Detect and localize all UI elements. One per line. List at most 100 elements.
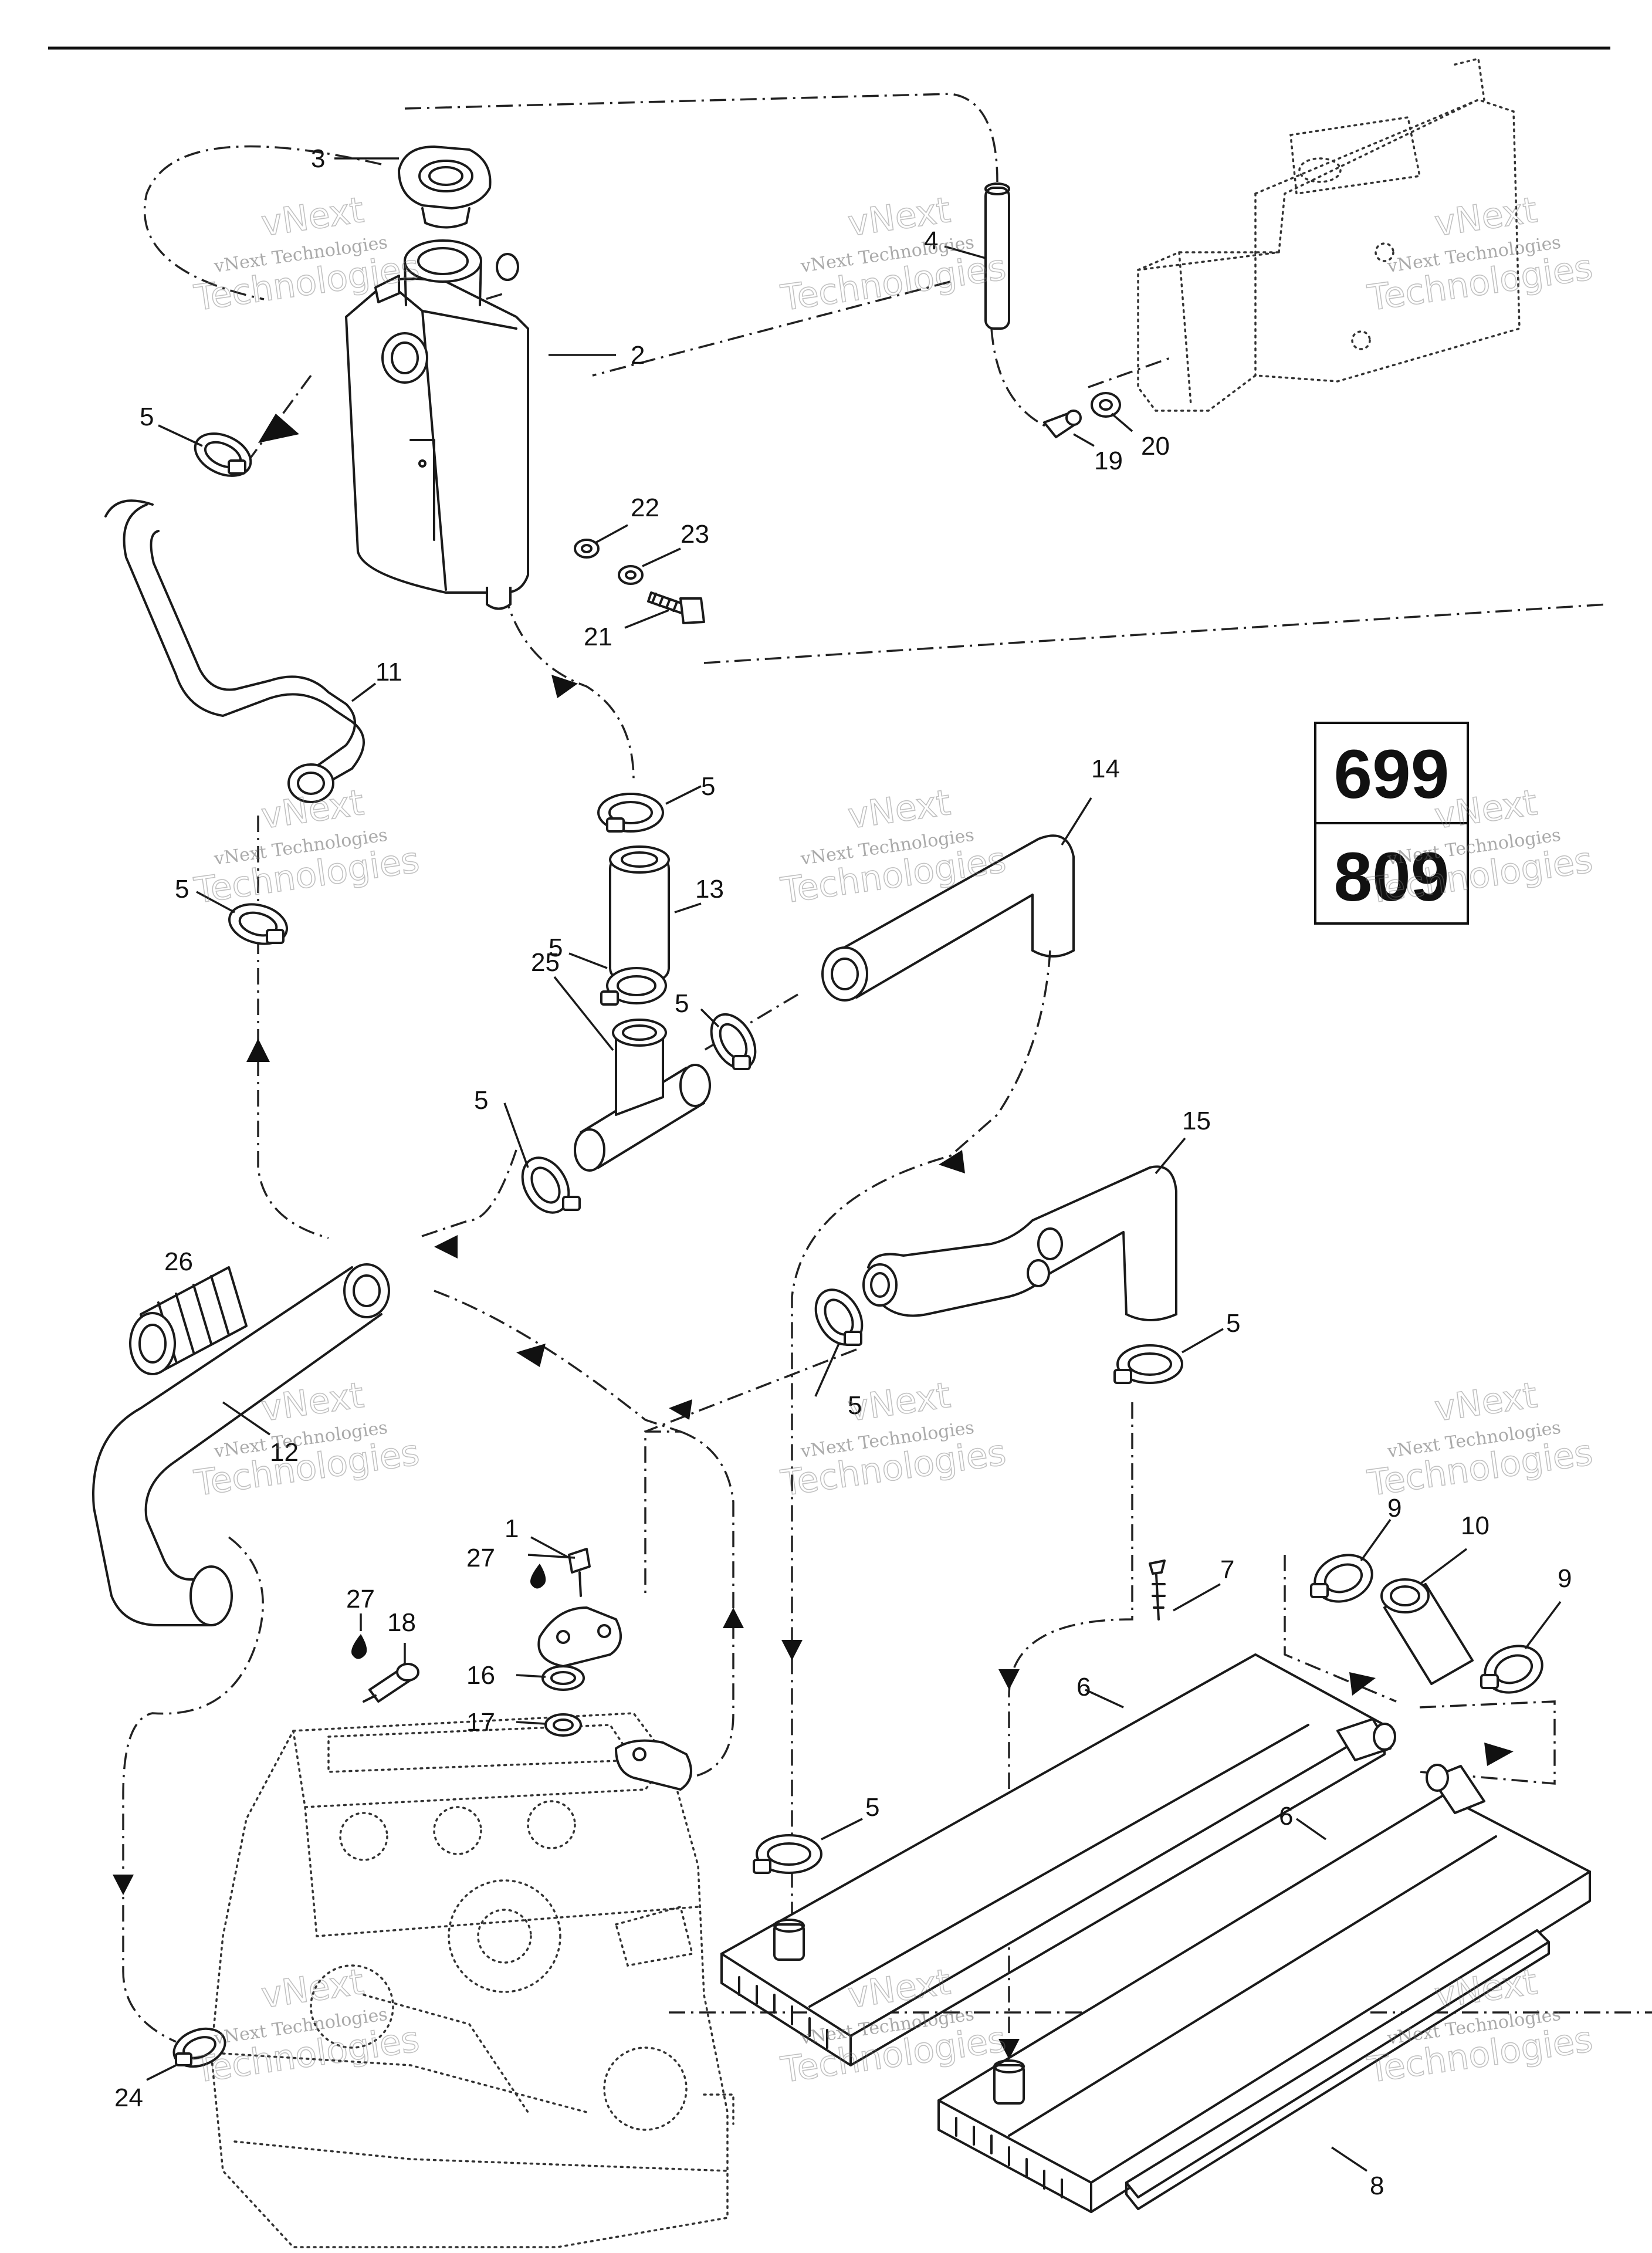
lock-washer xyxy=(618,565,644,585)
callout-5b: 5 xyxy=(701,772,715,801)
callout-17: 17 xyxy=(466,1708,495,1737)
svg-text:vNext: vNext xyxy=(1432,190,1539,245)
sealant-drop-1 xyxy=(530,1564,546,1589)
callout-5g: 5 xyxy=(848,1391,862,1420)
watermark-top-right: vNext vNext Technologies Technologies xyxy=(1365,189,1596,319)
clamp-5g xyxy=(814,1288,864,1346)
watermark-low-right: vNext vNext Technologies Technologies xyxy=(1365,1374,1596,1504)
callout-6a: 6 xyxy=(1076,1673,1091,1701)
watermark-mid-left: vNext vNext Technologies Technologies xyxy=(191,782,422,912)
flow-lines xyxy=(122,93,1652,2059)
callout-labels: 1 2 3 4 5 5 5 5 5 5 5 5 5 5 6 6 7 8 9 9 … xyxy=(114,144,1572,2200)
heat-exchanger-lower xyxy=(937,1764,1591,2213)
o-ring xyxy=(544,1713,582,1737)
outlet-elbow xyxy=(615,1739,692,1791)
temperature-sensor xyxy=(363,1663,419,1703)
t-fitting-25 xyxy=(574,1019,711,1172)
hose-11 xyxy=(104,499,365,803)
clamp-5d xyxy=(600,967,667,1006)
svg-text:vNext: vNext xyxy=(845,782,953,837)
bolt xyxy=(647,591,705,624)
callout-23: 23 xyxy=(681,520,709,549)
callout-22: 22 xyxy=(631,493,659,522)
callout-5c: 5 xyxy=(175,875,189,904)
hose-10 xyxy=(1380,1578,1474,1685)
oil-tank-outline xyxy=(1137,57,1521,412)
callout-21: 21 xyxy=(584,623,612,651)
fitting-elbow xyxy=(1043,410,1082,438)
callout-15: 15 xyxy=(1182,1107,1211,1135)
thermostat-gasket xyxy=(541,1665,585,1691)
callout-10: 10 xyxy=(1461,1511,1489,1540)
callout-20: 20 xyxy=(1141,432,1170,461)
clamp-5a xyxy=(194,432,252,477)
flat-washer xyxy=(574,539,600,559)
svg-text:vNext: vNext xyxy=(259,1375,366,1430)
callout-5e: 5 xyxy=(675,989,689,1018)
watermark-top-center: vNext vNext Technologies Technologies xyxy=(778,189,1009,319)
model-number-top: 699 xyxy=(1334,736,1450,813)
clamp-9b xyxy=(1480,1645,1543,1694)
model-number-bottom: 809 xyxy=(1334,838,1450,916)
clamp-9a xyxy=(1310,1554,1373,1603)
hose-14 xyxy=(821,834,1075,1002)
callout-5f: 5 xyxy=(474,1086,488,1115)
callout-27a: 27 xyxy=(346,1585,375,1613)
hose-15 xyxy=(862,1165,1177,1321)
clamp-5i xyxy=(753,1834,822,1874)
clamp-5c xyxy=(228,903,289,945)
svg-text:vNext: vNext xyxy=(845,1375,953,1430)
clamp-5f xyxy=(521,1156,581,1214)
callout-9a: 9 xyxy=(1387,1494,1402,1523)
svg-text:vNext: vNext xyxy=(259,190,366,245)
callout-5d: 5 xyxy=(549,933,563,962)
callout-2: 2 xyxy=(631,341,645,370)
fitting-grommet xyxy=(1091,392,1121,418)
callout-16: 16 xyxy=(466,1661,495,1690)
callout-27b: 27 xyxy=(466,1544,495,1572)
thermostat-housing xyxy=(537,1606,622,1667)
callout-5a: 5 xyxy=(140,402,154,431)
watermark-low-left: vNext vNext Technologies Technologies xyxy=(191,1374,422,1504)
air-bleed-screw xyxy=(568,1548,591,1597)
coolant-reservoir xyxy=(345,239,529,610)
callout-13: 13 xyxy=(695,875,724,904)
reservoir-cap xyxy=(398,146,492,229)
sealing-strip xyxy=(1125,1929,1550,2210)
callout-9b: 9 xyxy=(1558,1564,1572,1593)
callout-24: 24 xyxy=(114,2083,143,2112)
callout-19: 19 xyxy=(1094,446,1123,475)
flow-arrows xyxy=(113,414,1514,2059)
callout-14: 14 xyxy=(1091,755,1120,783)
model-number-box: 699 809 xyxy=(1314,722,1469,925)
hose-12 xyxy=(92,1263,390,1626)
hose-13 xyxy=(609,845,670,981)
vent-hose xyxy=(984,182,1010,330)
callout-8: 8 xyxy=(1370,2171,1384,2200)
callout-12: 12 xyxy=(270,1438,299,1467)
callout-1: 1 xyxy=(505,1514,519,1543)
callout-5i: 5 xyxy=(865,1793,879,1822)
clamp-24 xyxy=(172,2027,226,2068)
clamp-5e xyxy=(710,1013,757,1070)
sealant-drop-2 xyxy=(351,1634,367,1659)
callout-26: 26 xyxy=(164,1247,193,1276)
callout-5h: 5 xyxy=(1226,1309,1240,1338)
svg-text:vNext: vNext xyxy=(1432,1375,1539,1430)
callout-3: 3 xyxy=(311,144,325,173)
leader-lines xyxy=(146,157,1562,2172)
clamp-5h xyxy=(1113,1344,1183,1384)
callout-11: 11 xyxy=(375,658,402,686)
svg-text:vNext: vNext xyxy=(1432,1961,1539,2017)
callout-7: 7 xyxy=(1220,1555,1234,1584)
sleeve-26 xyxy=(129,1266,248,1375)
clamp-5b xyxy=(597,793,664,833)
callout-4: 4 xyxy=(924,226,938,255)
callout-25: 25 xyxy=(531,948,560,977)
svg-text:vNext: vNext xyxy=(259,1961,366,2017)
watermark-low-center: vNext vNext Technologies Technologies xyxy=(778,1374,1009,1504)
callout-6b: 6 xyxy=(1279,1802,1293,1831)
engine-block xyxy=(210,1712,734,2248)
watermark-mid-center: vNext vNext Technologies Technologies xyxy=(778,782,1009,912)
